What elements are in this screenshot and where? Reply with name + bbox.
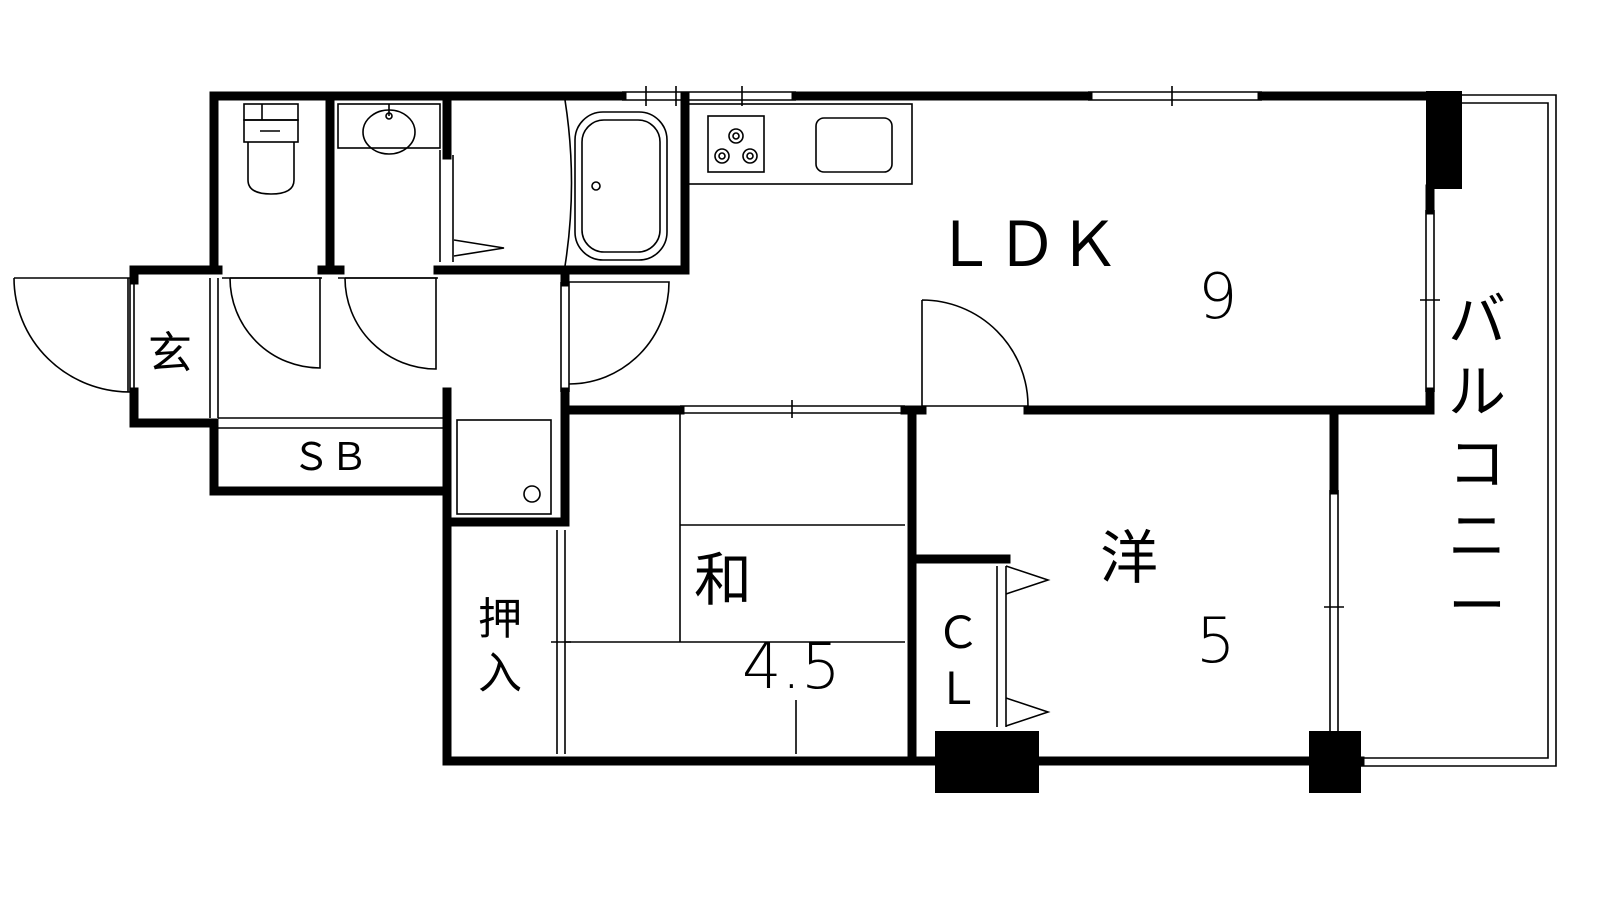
shoe-box-label: ＳＢ: [292, 435, 368, 479]
oshiire-label-1: 押: [478, 594, 522, 645]
windows: [622, 86, 1440, 731]
entrance-label: 玄: [148, 328, 192, 379]
closet-sliding-door: [996, 565, 1051, 727]
kitchen-counter: [687, 103, 913, 185]
oshiire-label-2: 入: [478, 648, 522, 699]
western-name: 洋: [1100, 524, 1158, 592]
japanese-name: 和: [694, 546, 752, 614]
balcony-char-5: ー: [1448, 572, 1506, 640]
walls: [129, 91, 1462, 793]
washbasin-icon: [337, 103, 441, 262]
balcony-outline: [1360, 94, 1557, 767]
japanese-size: 4.5: [742, 630, 841, 703]
doors: [13, 277, 1029, 407]
balcony-char-1: バ: [1448, 286, 1506, 354]
ldk-size: 9: [1198, 260, 1237, 333]
corridor-lines: [209, 278, 447, 429]
room-labels: ＬＤＫ 9 洋 5 和 4.5 玄 ＳＢ 押 入 Ｃ Ｌ バ ル コ ニ ー: [148, 208, 1506, 715]
toilet-icon: [243, 103, 299, 195]
washing-machine-pan-icon: [456, 419, 552, 515]
balcony-char-4: ニ: [1448, 502, 1506, 570]
ldk-name: ＬＤＫ: [934, 208, 1120, 281]
tatami-lines: [565, 413, 905, 754]
closet-label-2: Ｌ: [936, 664, 980, 715]
closet-label-1: Ｃ: [936, 608, 980, 659]
western-size: 5: [1196, 604, 1235, 677]
bathtub-icon: [452, 99, 668, 267]
balcony-char-3: コ: [1448, 430, 1506, 498]
balcony-char-2: ル: [1448, 358, 1506, 426]
